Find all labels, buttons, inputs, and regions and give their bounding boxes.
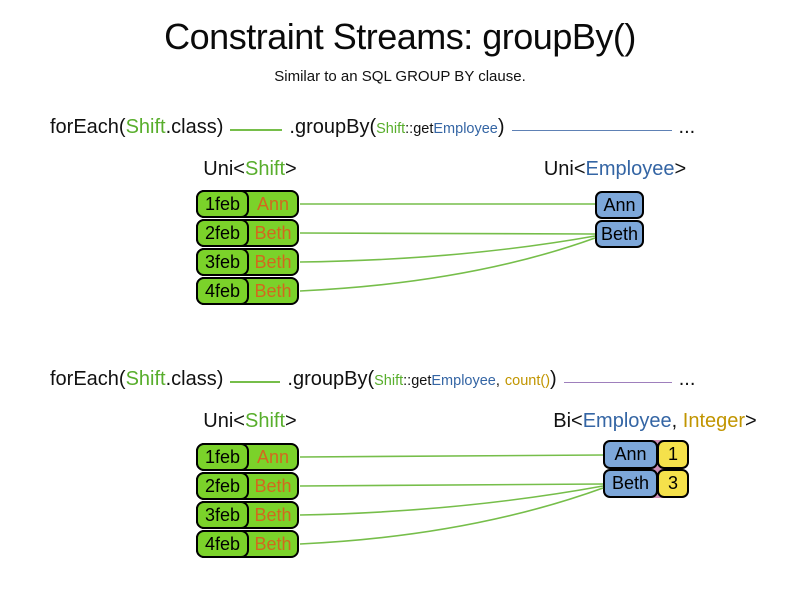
wire-2feb-to-beth-pair [299, 483, 604, 487]
shift-employee: Beth [254, 534, 292, 554]
diagram1-left-header: Uni<Shift> [180, 158, 320, 181]
code2-shift-class: Shift [125, 368, 166, 390]
wire-2feb-to-beth [299, 232, 596, 235]
shift-date: 2feb [196, 219, 249, 247]
shift-date: 4feb [196, 277, 249, 305]
code2-arg-getter: ::get [403, 373, 432, 389]
bi-close: > [745, 410, 757, 432]
shift-row-4feb: 4feb Beth [196, 530, 299, 558]
page-subtitle: Similar to an SQL GROUP BY clause. [274, 68, 526, 85]
shift-date: 1feb [196, 190, 249, 218]
count-box: 1 [657, 440, 689, 469]
code1-shift-class: Shift [125, 116, 166, 138]
shift-row-4feb: 4feb Beth [196, 277, 299, 305]
blue-connector-line [511, 129, 672, 131]
shift-row-3feb: 3feb Beth [196, 501, 299, 529]
shift-row-2feb: 2feb Beth [196, 219, 299, 247]
code2-comma: , [495, 373, 500, 389]
shift-employee: Ann [256, 447, 290, 467]
uni-open: Uni< [203, 158, 245, 180]
employee-type: Employee [582, 410, 672, 432]
code2-groupby: .groupBy( [287, 368, 375, 390]
shift-employee: Ann [256, 194, 290, 214]
shift-date: 4feb [196, 530, 249, 558]
group-box-ann: Ann [595, 191, 644, 219]
group-box-beth: Beth [603, 469, 658, 498]
code1-groupby: .groupBy( [289, 116, 377, 138]
group-box-beth: Beth [595, 220, 644, 248]
code1-foreach: forEach( [50, 116, 126, 138]
diagram1-right-header: Uni<Employee> [534, 158, 696, 181]
shift-employee: Beth [254, 505, 292, 525]
shift-date: 3feb [196, 501, 249, 529]
uni-close: > [674, 158, 687, 180]
code-line-2: forEach( Shift .class) .groupBy( Shift :… [50, 368, 695, 396]
code2-ellipsis: ... [678, 368, 696, 390]
purple-connector-line [563, 381, 672, 383]
shift-type: Shift [244, 158, 286, 180]
type-separator: , [671, 410, 683, 432]
code2-foreach: forEach( [50, 368, 126, 390]
shift-employee: Beth [254, 223, 292, 243]
group-pair-beth: Beth 3 [603, 469, 689, 498]
code1-arg-employee: Employee [433, 121, 498, 137]
shift-row-1feb: 1feb Ann [196, 443, 299, 471]
page-title: Constraint Streams: groupBy() [164, 16, 636, 57]
shift-employee: Beth [254, 252, 292, 272]
wire-4feb-to-beth [299, 237, 596, 292]
shift-date: 2feb [196, 472, 249, 500]
code-line-1: forEach( Shift .class) .groupBy( Shift :… [50, 116, 695, 144]
green-connector-line [230, 381, 281, 383]
group-box-ann: Ann [603, 440, 658, 469]
wire-3feb-to-beth-pair [299, 485, 604, 516]
code1-class-close: .class) [165, 116, 224, 138]
diagram2-left-header: Uni<Shift> [180, 410, 320, 433]
bi-open: Bi< [553, 410, 583, 432]
shift-employee: Beth [254, 281, 292, 301]
group-pair-ann: Ann 1 [603, 440, 689, 469]
count-box: 3 [657, 469, 689, 498]
shift-date: 3feb [196, 248, 249, 276]
code2-arg-count: count() [504, 373, 551, 389]
code2-class-close: .class) [165, 368, 224, 390]
diagram2-right-header: Bi<Employee, Integer> [540, 410, 770, 433]
code1-arg-shift: Shift [376, 121, 406, 137]
shift-date: 1feb [196, 443, 249, 471]
uni-open: Uni< [203, 410, 245, 432]
code1-close-paren: ) [497, 116, 505, 138]
code2-close-paren: ) [550, 368, 557, 390]
uni-open: Uni< [543, 158, 586, 180]
code1-arg-getter: ::get [405, 121, 434, 137]
employee-type: Employee [585, 158, 675, 180]
uni-close: > [285, 158, 297, 180]
uni-close: > [285, 410, 297, 432]
shift-employee: Beth [254, 476, 292, 496]
wire-4feb-to-beth-pair [299, 487, 604, 545]
integer-type: Integer [682, 410, 746, 432]
shift-row-3feb: 3feb Beth [196, 248, 299, 276]
wire-3feb-to-beth [299, 235, 596, 263]
wire-1feb-to-ann-pair [299, 454, 604, 458]
shift-row-1feb: 1feb Ann [196, 190, 299, 218]
code1-ellipsis: ... [678, 116, 696, 138]
shift-type: Shift [244, 410, 286, 432]
green-connector-line [230, 129, 283, 131]
shift-row-2feb: 2feb Beth [196, 472, 299, 500]
code2-arg-employee: Employee [431, 373, 496, 389]
code2-arg-shift: Shift [374, 373, 404, 389]
